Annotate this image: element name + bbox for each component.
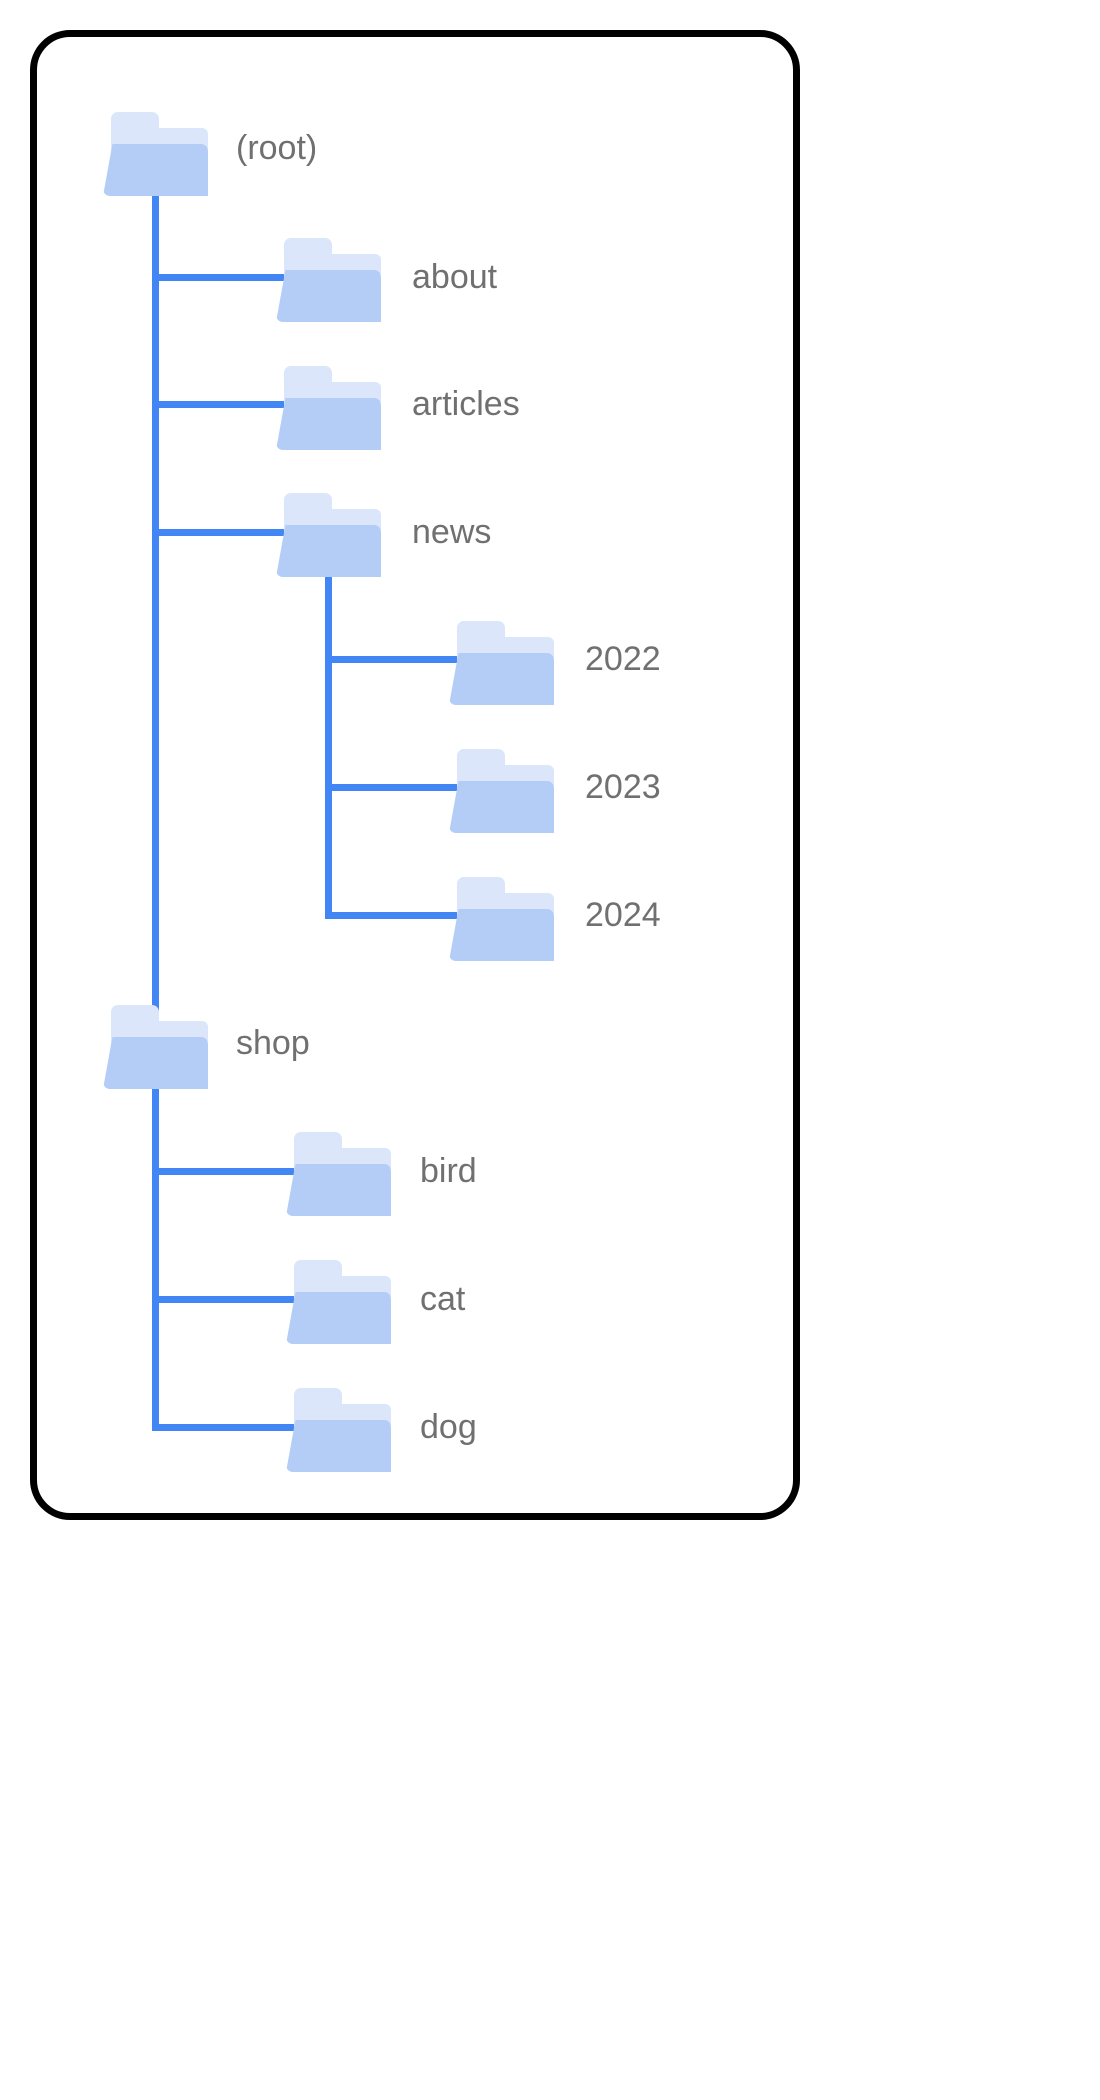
tree-node-2022[interactable]	[449, 621, 554, 705]
tree-edge-horizontal-shop-to-dog	[151, 1423, 296, 1431]
folder-label-cat: cat	[420, 1280, 466, 1318]
folder-front-top	[458, 652, 554, 705]
folder-label-2024: 2024	[585, 896, 661, 934]
folder-front-top	[458, 908, 554, 961]
tree-edge-horizontal-root-to-articles	[151, 400, 286, 408]
tree-node-root[interactable]	[103, 112, 208, 196]
folder-icon	[103, 1005, 208, 1089]
folder-front-top	[285, 524, 381, 577]
folder-icon	[449, 749, 554, 833]
folder-label-2022: 2022	[585, 640, 661, 678]
folder-icon	[286, 1388, 391, 1472]
tree-node-articles[interactable]	[276, 366, 381, 450]
folder-front-top	[285, 397, 381, 450]
folder-front-top	[458, 780, 554, 833]
tree-node-bird[interactable]	[286, 1132, 391, 1216]
folder-front-top	[112, 1036, 208, 1089]
tree-node-cat[interactable]	[286, 1260, 391, 1344]
tree-edge-horizontal-root-to-about	[151, 273, 286, 281]
folder-icon	[276, 366, 381, 450]
folder-label-about: about	[412, 258, 498, 296]
folder-front-top	[295, 1291, 391, 1344]
folder-label-2023: 2023	[585, 768, 661, 806]
folder-icon	[449, 877, 554, 961]
folder-label-news: news	[412, 513, 492, 551]
folder-label-dog: dog	[420, 1408, 477, 1446]
folder-icon	[276, 493, 381, 577]
folder-label-shop: shop	[236, 1024, 310, 1062]
tree-node-shop[interactable]	[103, 1005, 208, 1089]
tree-node-about[interactable]	[276, 238, 381, 322]
tree-edge-horizontal-root-to-news	[151, 528, 286, 536]
tree-edge-vertical-news-to-2024	[324, 560, 332, 919]
tree-edge-horizontal-news-to-2024	[324, 911, 459, 919]
tree-edge-horizontal-news-to-2023	[324, 783, 459, 791]
tree-node-dog[interactable]	[286, 1388, 391, 1472]
folder-front-top	[112, 143, 208, 196]
folder-label-articles: articles	[412, 385, 520, 423]
folder-icon	[286, 1260, 391, 1344]
folder-label-bird: bird	[420, 1152, 477, 1190]
folder-icon	[103, 112, 208, 196]
tree-edge-horizontal-shop-to-cat	[151, 1295, 296, 1303]
tree-edge-vertical-root-to-shop	[151, 180, 159, 1014]
tree-node-2024[interactable]	[449, 877, 554, 961]
folder-front-top	[295, 1419, 391, 1472]
tree-edge-horizontal-shop-to-bird	[151, 1167, 296, 1175]
folder-label-root: (root)	[236, 129, 318, 167]
folder-front-top	[295, 1163, 391, 1216]
folder-icon	[449, 621, 554, 705]
tree-edge-horizontal-news-to-2022	[324, 655, 459, 663]
tree-node-2023[interactable]	[449, 749, 554, 833]
tree-edge-vertical-shop-to-dog	[151, 1073, 159, 1431]
folder-icon	[286, 1132, 391, 1216]
folder-icon	[276, 238, 381, 322]
folder-front-top	[285, 269, 381, 322]
tree-node-news[interactable]	[276, 493, 381, 577]
